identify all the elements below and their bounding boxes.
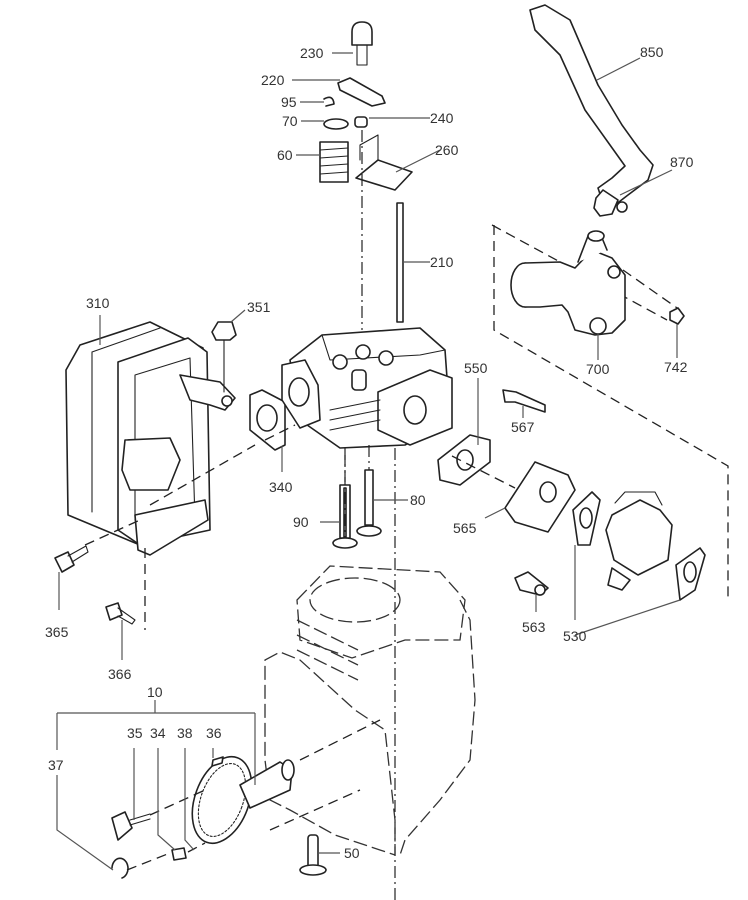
camshaft-assembly [111,755,295,879]
callout-50: 50 [344,845,360,861]
callout-530: 530 [563,628,587,644]
callout-95: 95 [281,94,297,110]
cylinder-block [264,565,476,856]
callout-340: 340 [269,479,293,495]
callout-310: 310 [86,295,110,311]
cylinder-head [149,327,453,900]
valves [332,445,382,549]
callout-34: 34 [150,725,166,741]
callout-35: 35 [127,725,143,741]
leader-lines [56,52,681,871]
callout-742: 742 [664,359,688,375]
callout-365: 365 [45,624,69,640]
callout-366: 366 [108,666,132,682]
intake-manifold [491,224,729,600]
callout-37: 37 [48,757,64,773]
carburetor [514,491,706,601]
callout-38: 38 [177,725,193,741]
callout-210: 210 [430,254,454,270]
valve-lifter [299,834,327,876]
muffler-bolts [54,519,146,630]
callout-80: 80 [410,492,426,508]
callout-870: 870 [670,154,694,170]
callout-240: 240 [430,110,454,126]
callout-70: 70 [282,113,298,129]
valve-train [319,21,413,330]
callout-labels: 230 220 95 70 240 60 260 210 850 870 700… [45,44,694,861]
callout-90: 90 [293,514,309,530]
exhaust-gasket [249,389,286,451]
push-rod [396,202,404,323]
callout-230: 230 [300,45,324,61]
callout-220: 220 [261,72,285,88]
muffler [65,321,237,556]
callout-60: 60 [277,147,293,163]
callout-565: 565 [453,520,477,536]
breather-hose [529,4,654,217]
callout-10: 10 [147,684,163,700]
callout-36: 36 [206,725,222,741]
callout-700: 700 [586,361,610,377]
callout-850: 850 [640,44,664,60]
callout-567: 567 [511,419,535,435]
callout-351: 351 [247,299,271,315]
callout-550: 550 [464,360,488,376]
callout-563: 563 [522,619,546,635]
insulator-parts [437,389,576,533]
callout-260: 260 [435,142,459,158]
